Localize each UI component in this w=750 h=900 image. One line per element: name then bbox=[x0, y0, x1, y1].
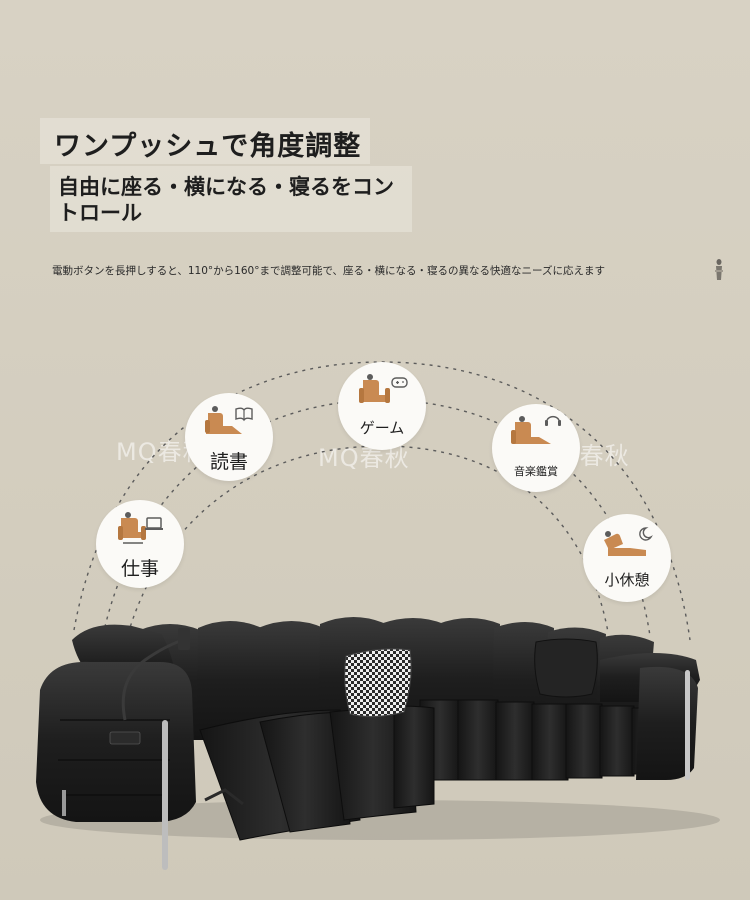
subtitle-backdrop bbox=[50, 166, 412, 232]
sofa-work-icon bbox=[118, 512, 163, 544]
mode-label: 音楽鑑賞 bbox=[514, 465, 558, 478]
mode-bubble-reading: 読書 bbox=[185, 393, 273, 481]
sofa-music-icon bbox=[511, 415, 561, 444]
sofa-gamepad-icon bbox=[359, 374, 408, 403]
mode-bubble-work: 仕事 bbox=[96, 500, 184, 588]
sofa-moon-icon bbox=[604, 527, 653, 556]
mode-label: ゲーム bbox=[359, 419, 405, 437]
title-backdrop bbox=[40, 118, 370, 164]
watermark: MQ春秋 bbox=[318, 444, 410, 472]
mode-bubble-music: 音楽鑑賞 bbox=[492, 404, 580, 492]
mode-label: 小休憩 bbox=[604, 571, 650, 589]
inner-arc bbox=[127, 445, 609, 635]
decorative-figurine-icon bbox=[715, 259, 723, 280]
feature-description: 電動ボタンを長押しすると、110°から160°まで調整可能で、座る・横になる・寝… bbox=[52, 265, 606, 277]
page-title: ワンプッシュで角度調整 bbox=[54, 131, 362, 162]
mode-label: 読書 bbox=[209, 451, 248, 473]
middle-arc bbox=[102, 399, 651, 637]
mode-bubble-nap: 小休憩 bbox=[583, 514, 671, 602]
page-subtitle: 自由に座る・横になる・寝るをコントロール bbox=[58, 175, 394, 225]
mode-bubble-game: ゲーム bbox=[338, 362, 426, 450]
recliner-sofa-image bbox=[36, 617, 720, 870]
mode-label: 仕事 bbox=[120, 558, 159, 580]
sofa-book-icon bbox=[205, 406, 253, 434]
